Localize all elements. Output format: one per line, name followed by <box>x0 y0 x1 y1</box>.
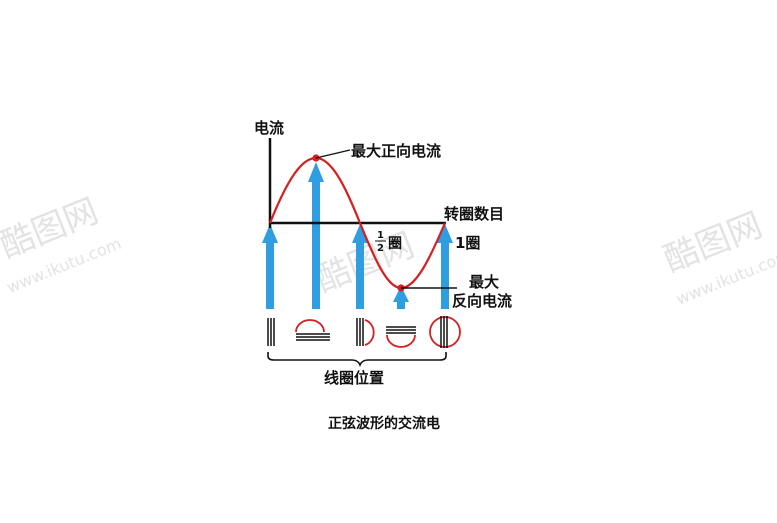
caption: 正弦波形的交流电 <box>328 415 440 432</box>
coil-positions <box>267 316 461 348</box>
max-forward-label: 最大正向电流 <box>351 142 441 160</box>
coil-brace <box>267 352 447 368</box>
coil-position-4 <box>386 326 416 348</box>
sine-wave <box>268 156 447 290</box>
coil-position-2 <box>295 319 330 341</box>
current-arrows <box>262 162 453 309</box>
y-axis-label: 电流 <box>254 119 284 137</box>
coil-position-3 <box>356 318 375 346</box>
coil-position-1 <box>267 318 275 346</box>
half-turn-unit: 圈 <box>388 236 402 252</box>
max-reverse-label-line1: 最大 <box>469 273 499 291</box>
x-axis-label: 转圈数目 <box>444 205 504 223</box>
half-turn-label: 1 2 圈 <box>375 230 402 254</box>
axes <box>268 138 446 228</box>
watermark-right: 酷图网 www.ikutu.com <box>658 205 777 309</box>
one-turn-label: 1圈 <box>455 234 480 252</box>
max-reverse-label-line2: 反向电流 <box>452 292 512 310</box>
half-turn-denominator: 2 <box>377 243 384 254</box>
half-turn-numerator: 1 <box>377 230 384 241</box>
arrow-zero-half <box>352 224 368 309</box>
arrow-max-reverse <box>393 286 409 309</box>
coil-position-5 <box>429 316 461 348</box>
arrow-zero-start <box>262 224 278 309</box>
arrow-zero-full <box>437 224 453 309</box>
coil-position-label: 线圈位置 <box>324 369 384 387</box>
max-forward-leader <box>315 149 351 159</box>
arrow-max-forward <box>308 162 324 309</box>
watermark-left: 酷图网 www.ikutu.com <box>0 191 124 297</box>
